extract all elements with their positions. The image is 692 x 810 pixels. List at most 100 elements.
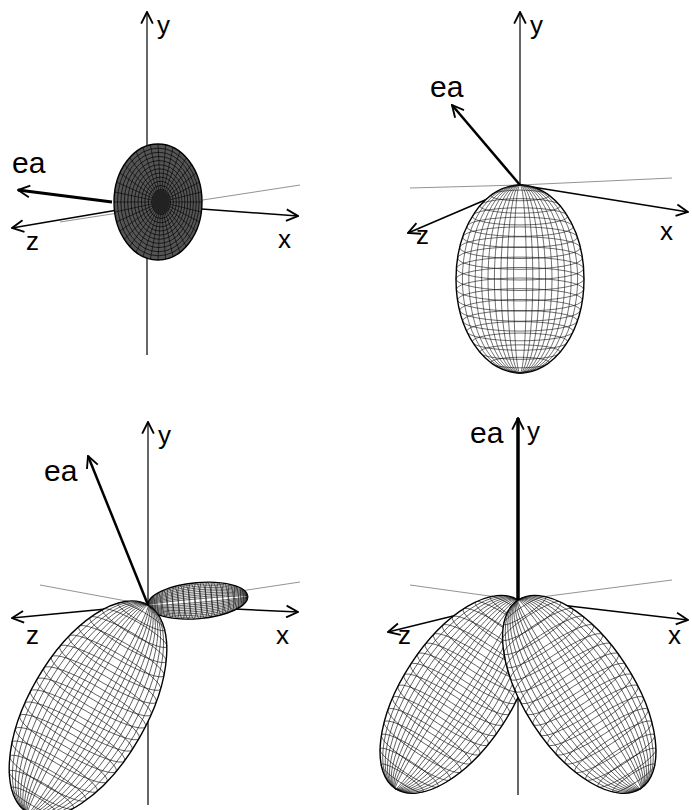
- mesh-line: [147, 582, 249, 619]
- mesh-line: [475, 185, 565, 373]
- mesh-line: [114, 144, 202, 260]
- axis-label: y: [158, 422, 171, 448]
- mesh-line: [99, 604, 170, 653]
- mesh-line: [499, 597, 564, 645]
- mesh-line: [456, 267, 584, 290]
- mesh-line: [0, 578, 194, 810]
- axis-label: z: [26, 228, 39, 254]
- mesh-line: [456, 185, 584, 373]
- vector-label: ea: [44, 456, 77, 486]
- mesh-line: [399, 667, 501, 743]
- mesh-line: [377, 744, 442, 792]
- mesh-line: [458, 247, 583, 269]
- mesh-line: [148, 594, 248, 606]
- mesh-line: [500, 603, 577, 660]
- mesh-line: [227, 584, 234, 611]
- mesh-line: [467, 322, 573, 341]
- mesh-line: [458, 289, 583, 311]
- mesh-line: [11, 720, 112, 789]
- mesh-line: [8, 734, 102, 798]
- mesh-line: [595, 744, 660, 792]
- mesh-line: [528, 656, 631, 733]
- mesh-line: [210, 582, 219, 616]
- mesh-line: [380, 715, 466, 779]
- axis-label: x: [668, 622, 681, 648]
- mesh-line: [501, 593, 548, 628]
- mesh-line: [393, 678, 493, 753]
- mesh-line: [456, 278, 583, 301]
- mesh-line: [193, 582, 203, 618]
- mesh-line: [0, 584, 184, 810]
- vector-label: ea: [12, 148, 45, 178]
- axis-label: x: [276, 622, 289, 648]
- mesh-line: [188, 583, 198, 619]
- mesh-line: [377, 729, 454, 786]
- axis-label: y: [527, 418, 540, 444]
- mesh-line: [491, 357, 550, 368]
- mesh-line: [570, 715, 656, 779]
- mesh-line: [9, 784, 61, 810]
- mesh-line: [469, 185, 571, 373]
- mesh-line: [463, 227, 578, 248]
- mesh-line: [146, 578, 249, 623]
- mesh-line: [379, 761, 426, 796]
- mesh-line: [199, 582, 209, 618]
- mesh-line: [456, 257, 583, 280]
- mesh-line: [472, 570, 687, 810]
- mesh-line: [460, 237, 581, 259]
- mesh-line: [171, 586, 180, 619]
- mesh-line: [0, 581, 189, 810]
- mesh-line: [55, 638, 161, 711]
- mesh-line: [500, 588, 659, 801]
- mesh-line: [177, 585, 186, 619]
- mesh-line: [486, 579, 673, 810]
- mesh-line: [147, 580, 249, 621]
- mesh-line: [234, 586, 240, 609]
- mesh-line: [543, 678, 643, 753]
- mesh-line: [2, 590, 173, 810]
- mesh-line: [481, 576, 677, 810]
- mesh-line: [0, 576, 199, 810]
- mesh-line: [610, 761, 657, 796]
- mesh-line: [0, 576, 199, 810]
- mesh-line: [240, 588, 244, 605]
- mesh-line: [6, 749, 90, 807]
- axis-label: x: [660, 218, 673, 244]
- axis-label: y: [530, 12, 543, 38]
- mesh-line: [535, 667, 637, 743]
- mesh-line: [510, 627, 607, 699]
- mesh-line: [463, 310, 578, 331]
- mesh-line: [472, 570, 687, 810]
- mesh-line: [506, 618, 598, 687]
- mesh-line: [582, 729, 659, 786]
- mesh-line: [502, 610, 588, 674]
- mesh-line: [491, 190, 550, 201]
- mesh-line: [114, 144, 202, 260]
- mesh-line: [15, 707, 121, 780]
- mesh-line: [472, 208, 567, 225]
- mesh-line: [39, 659, 151, 736]
- mesh-line: [495, 585, 664, 804]
- mesh-line: [13, 596, 164, 810]
- mesh-line: [462, 185, 577, 373]
- mesh-line: [490, 582, 668, 807]
- mesh-line: [182, 584, 191, 620]
- vector-label: ea: [430, 72, 463, 102]
- vector-label: ea: [470, 418, 503, 448]
- mesh-line: [204, 582, 213, 618]
- mesh-line: [152, 190, 170, 213]
- mesh-line: [480, 199, 560, 213]
- mesh-line: [476, 573, 682, 810]
- mesh-line: [472, 333, 567, 350]
- mesh-line: [405, 656, 508, 733]
- mesh-line: [147, 584, 249, 618]
- mesh-line: [146, 578, 249, 623]
- axis-label: z: [26, 622, 39, 648]
- mesh-line: [504, 591, 654, 798]
- axis-label: y: [157, 12, 170, 38]
- mesh-line: [509, 594, 650, 795]
- mesh-line: [46, 648, 156, 723]
- axis-label: x: [278, 226, 291, 252]
- mesh-line: [456, 185, 584, 373]
